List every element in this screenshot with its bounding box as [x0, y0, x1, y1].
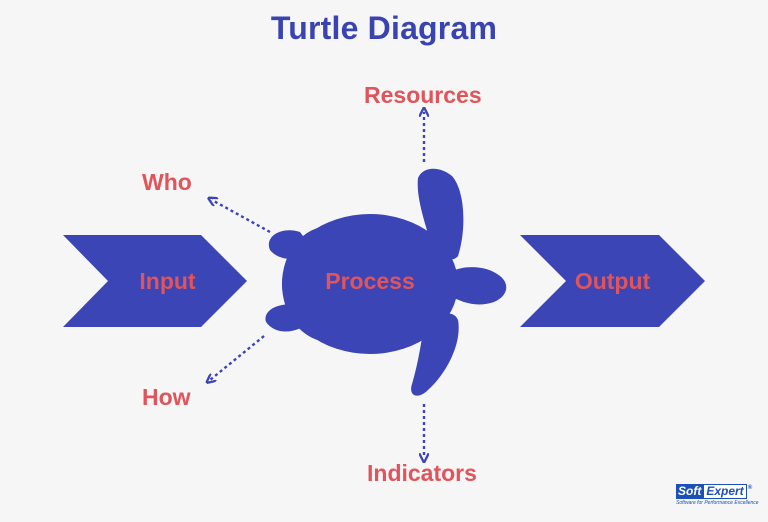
arrow-how — [210, 335, 265, 380]
turtle-shape — [265, 168, 507, 396]
label-resources: Resources — [364, 82, 482, 108]
label-indicators: Indicators — [367, 460, 477, 486]
logo-registered: ® — [747, 485, 753, 491]
label-input: Input — [139, 268, 196, 294]
logo-expert: Expert — [703, 484, 747, 499]
label-how: How — [142, 384, 191, 410]
logo-soft: Soft — [676, 484, 704, 499]
label-process: Process — [325, 268, 415, 294]
output-chevron — [520, 235, 705, 327]
arrow-who — [212, 200, 271, 234]
diagram-title: Turtle Diagram — [270, 10, 498, 46]
label-output: Output — [574, 268, 651, 294]
label-who: Who — [142, 169, 192, 195]
input-chevron — [63, 235, 247, 327]
logo-tagline: Software for Performance Excellence — [676, 500, 759, 506]
softexpert-logo: Soft Expert ® Software for Performance E… — [676, 484, 759, 510]
turtle-head — [450, 267, 507, 305]
